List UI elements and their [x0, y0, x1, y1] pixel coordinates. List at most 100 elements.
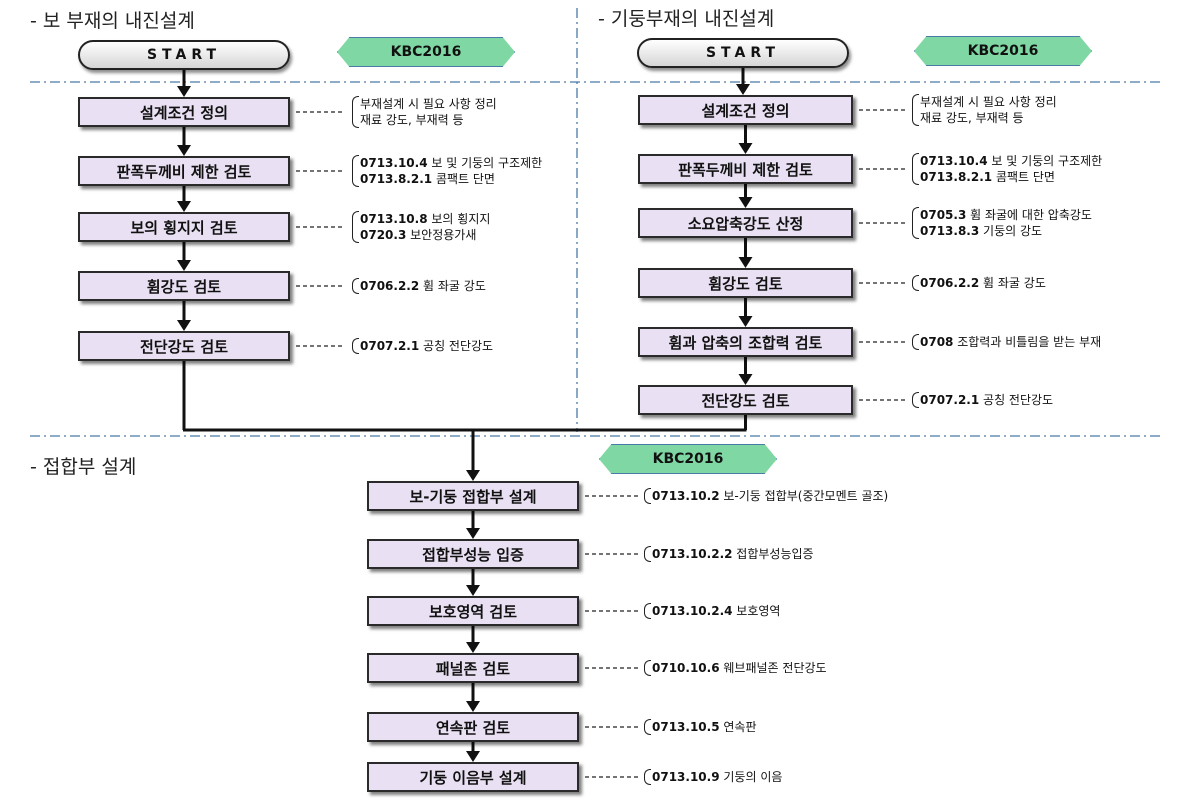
kbc-section-code: 0707.2.1 [920, 393, 980, 407]
joint-section-title: - 접합부 설계 [30, 456, 137, 478]
note-text: 보 및 기둥의 구조제한 [427, 156, 543, 170]
note-text: 조합력과 비틀림을 받는 부재 [953, 335, 1102, 349]
beam-start-node: START [78, 40, 290, 70]
column-arrow-3-head [738, 257, 753, 268]
joint-arrow-2-head [466, 585, 480, 596]
kbc-section-code: 0713.10.8 [360, 212, 428, 226]
note-text: 휨 좌굴 강도 [979, 276, 1046, 290]
kbc-section-code: 0713.10.2 [652, 489, 720, 503]
kbc-section-code: 0710.10.6 [652, 661, 720, 675]
beam-step-2: 판폭두께비 제한 검토 [78, 156, 290, 186]
column-note-6: 0707.2.1 공칭 전단강도 [912, 392, 1053, 408]
note-line: 0713.10.5 연속판 [652, 719, 757, 735]
joint-step-1: 보-기둥 접합부 설계 [367, 481, 579, 511]
kbc-section-code: 0705.3 [920, 208, 967, 222]
note-line: 0708 조합력과 비틀림을 받는 부재 [920, 334, 1101, 350]
joint-arrow-4-head [466, 701, 480, 712]
note-text: 보의 횡지지 [427, 212, 491, 226]
note-line: 0713.10.4 보 및 기둥의 구조제한 [360, 155, 542, 171]
column-step-4: 휨강도 검토 [638, 268, 853, 298]
beam-start-arrow-head [177, 86, 191, 97]
note-text: 기둥의 이음 [719, 770, 783, 784]
beam-step-4: 휨강도 검토 [78, 271, 290, 301]
joint-entry-arrow-head [466, 470, 480, 481]
column-section-title: - 기둥부재의 내진설계 [598, 8, 775, 30]
column-arrow-5-head [738, 374, 753, 385]
note-text: 보-기둥 접합부(중간모멘트 골조) [719, 489, 889, 503]
joint-step-4: 패널존 검토 [367, 653, 579, 683]
kbc-section-code: 0720.3 [360, 228, 407, 242]
note-line: 0713.10.9 기둥의 이음 [652, 769, 782, 785]
beam-step-1: 설계조건 정의 [78, 97, 290, 127]
note-text: 재료 강도, 부재력 등 [920, 111, 1024, 125]
note-line: 0706.2.2 휨 좌굴 강도 [360, 278, 486, 294]
kbc-section-code: 0713.10.9 [652, 770, 720, 784]
column-arrow-1-head [738, 143, 753, 154]
note-text: 콤팩트 단면 [992, 170, 1055, 184]
joint-note-3: 0713.10.2.4 보호영역 [644, 603, 780, 619]
note-text: 보안정용가새 [406, 228, 477, 242]
column-arrow-4-head [738, 316, 753, 327]
kbc-section-code: 0713.10.4 [360, 156, 428, 170]
note-text: 휨 좌굴에 대한 압축강도 [966, 208, 1092, 222]
beam-arrow-4-head [177, 320, 191, 331]
note-line: 0705.3 휨 좌굴에 대한 압축강도 [920, 207, 1092, 223]
kbc-section-code: 0708 [920, 335, 954, 349]
note-line: 재료 강도, 부재력 등 [360, 112, 497, 128]
kbc-section-code: 0713.10.5 [652, 720, 720, 734]
column-note-5: 0708 조합력과 비틀림을 받는 부재 [912, 334, 1101, 350]
joint-note-4: 0710.10.6 웨브패널존 전단강도 [644, 660, 827, 676]
column-step-5: 휨과 압축의 조합력 검토 [638, 327, 853, 357]
note-line: 0713.10.2.4 보호영역 [652, 603, 780, 619]
note-text: 콤팩트 단면 [432, 172, 495, 186]
note-line: 0713.8.2.1 콤팩트 단면 [920, 169, 1102, 185]
note-text: 보 및 기둥의 구조제한 [987, 154, 1103, 168]
column-kbc-tag: KBC2016 [914, 36, 1092, 66]
note-line: 0707.2.1 공칭 전단강도 [920, 392, 1053, 408]
joint-note-2: 0713.10.2.2 접합부성능입증 [644, 546, 814, 562]
note-text: 재료 강도, 부재력 등 [360, 113, 464, 127]
joint-step-2: 접합부성능 입증 [367, 539, 579, 569]
joint-step-5: 연속판 검토 [367, 712, 579, 742]
column-note-4: 0706.2.2 휨 좌굴 강도 [912, 275, 1046, 291]
kbc-section-code: 0707.2.1 [360, 339, 420, 353]
note-line: 부재설계 시 필요 사항 정리 [360, 96, 497, 112]
kbc-section-code: 0713.10.2.2 [652, 547, 733, 561]
note-text: 공칭 전단강도 [419, 339, 494, 353]
column-step-3: 소요압축강도 산정 [638, 208, 853, 238]
joint-note-1: 0713.10.2 보-기둥 접합부(중간모멘트 골조) [644, 488, 888, 504]
joint-arrow-5-head [466, 751, 480, 762]
joint-arrow-1-head [466, 528, 480, 539]
note-line: 0720.3 보안정용가새 [360, 227, 490, 243]
note-text: 휨 좌굴 강도 [419, 279, 486, 293]
beam-arrow-2-head [177, 201, 191, 212]
joint-kbc-tag: KBC2016 [599, 444, 777, 474]
kbc-section-code: 0706.2.2 [920, 276, 980, 290]
column-step-2: 판폭두께비 제한 검토 [638, 154, 853, 184]
note-line: 부재설계 시 필요 사항 정리 [920, 94, 1057, 110]
kbc-section-code: 0713.10.4 [920, 154, 988, 168]
note-text: 보호영역 [732, 604, 781, 618]
note-text: 연속판 [719, 720, 757, 734]
column-step-6: 전단강도 검토 [638, 385, 853, 415]
kbc-section-code: 0713.10.2.4 [652, 604, 733, 618]
note-text: 기둥의 강도 [979, 224, 1043, 238]
note-line: 0713.10.4 보 및 기둥의 구조제한 [920, 153, 1102, 169]
beam-arrow-1-head [177, 145, 191, 156]
joint-arrow-3-head [466, 642, 480, 653]
note-text: 접합부성능입증 [732, 547, 814, 561]
note-line: 0713.8.2.1 콤팩트 단면 [360, 171, 542, 187]
column-start-arrow-head [736, 84, 750, 95]
column-start-node: START [637, 38, 849, 68]
joint-step-6: 기둥 이음부 설계 [367, 762, 579, 792]
note-line: 0706.2.2 휨 좌굴 강도 [920, 275, 1046, 291]
column-arrow-2-head [738, 197, 753, 208]
